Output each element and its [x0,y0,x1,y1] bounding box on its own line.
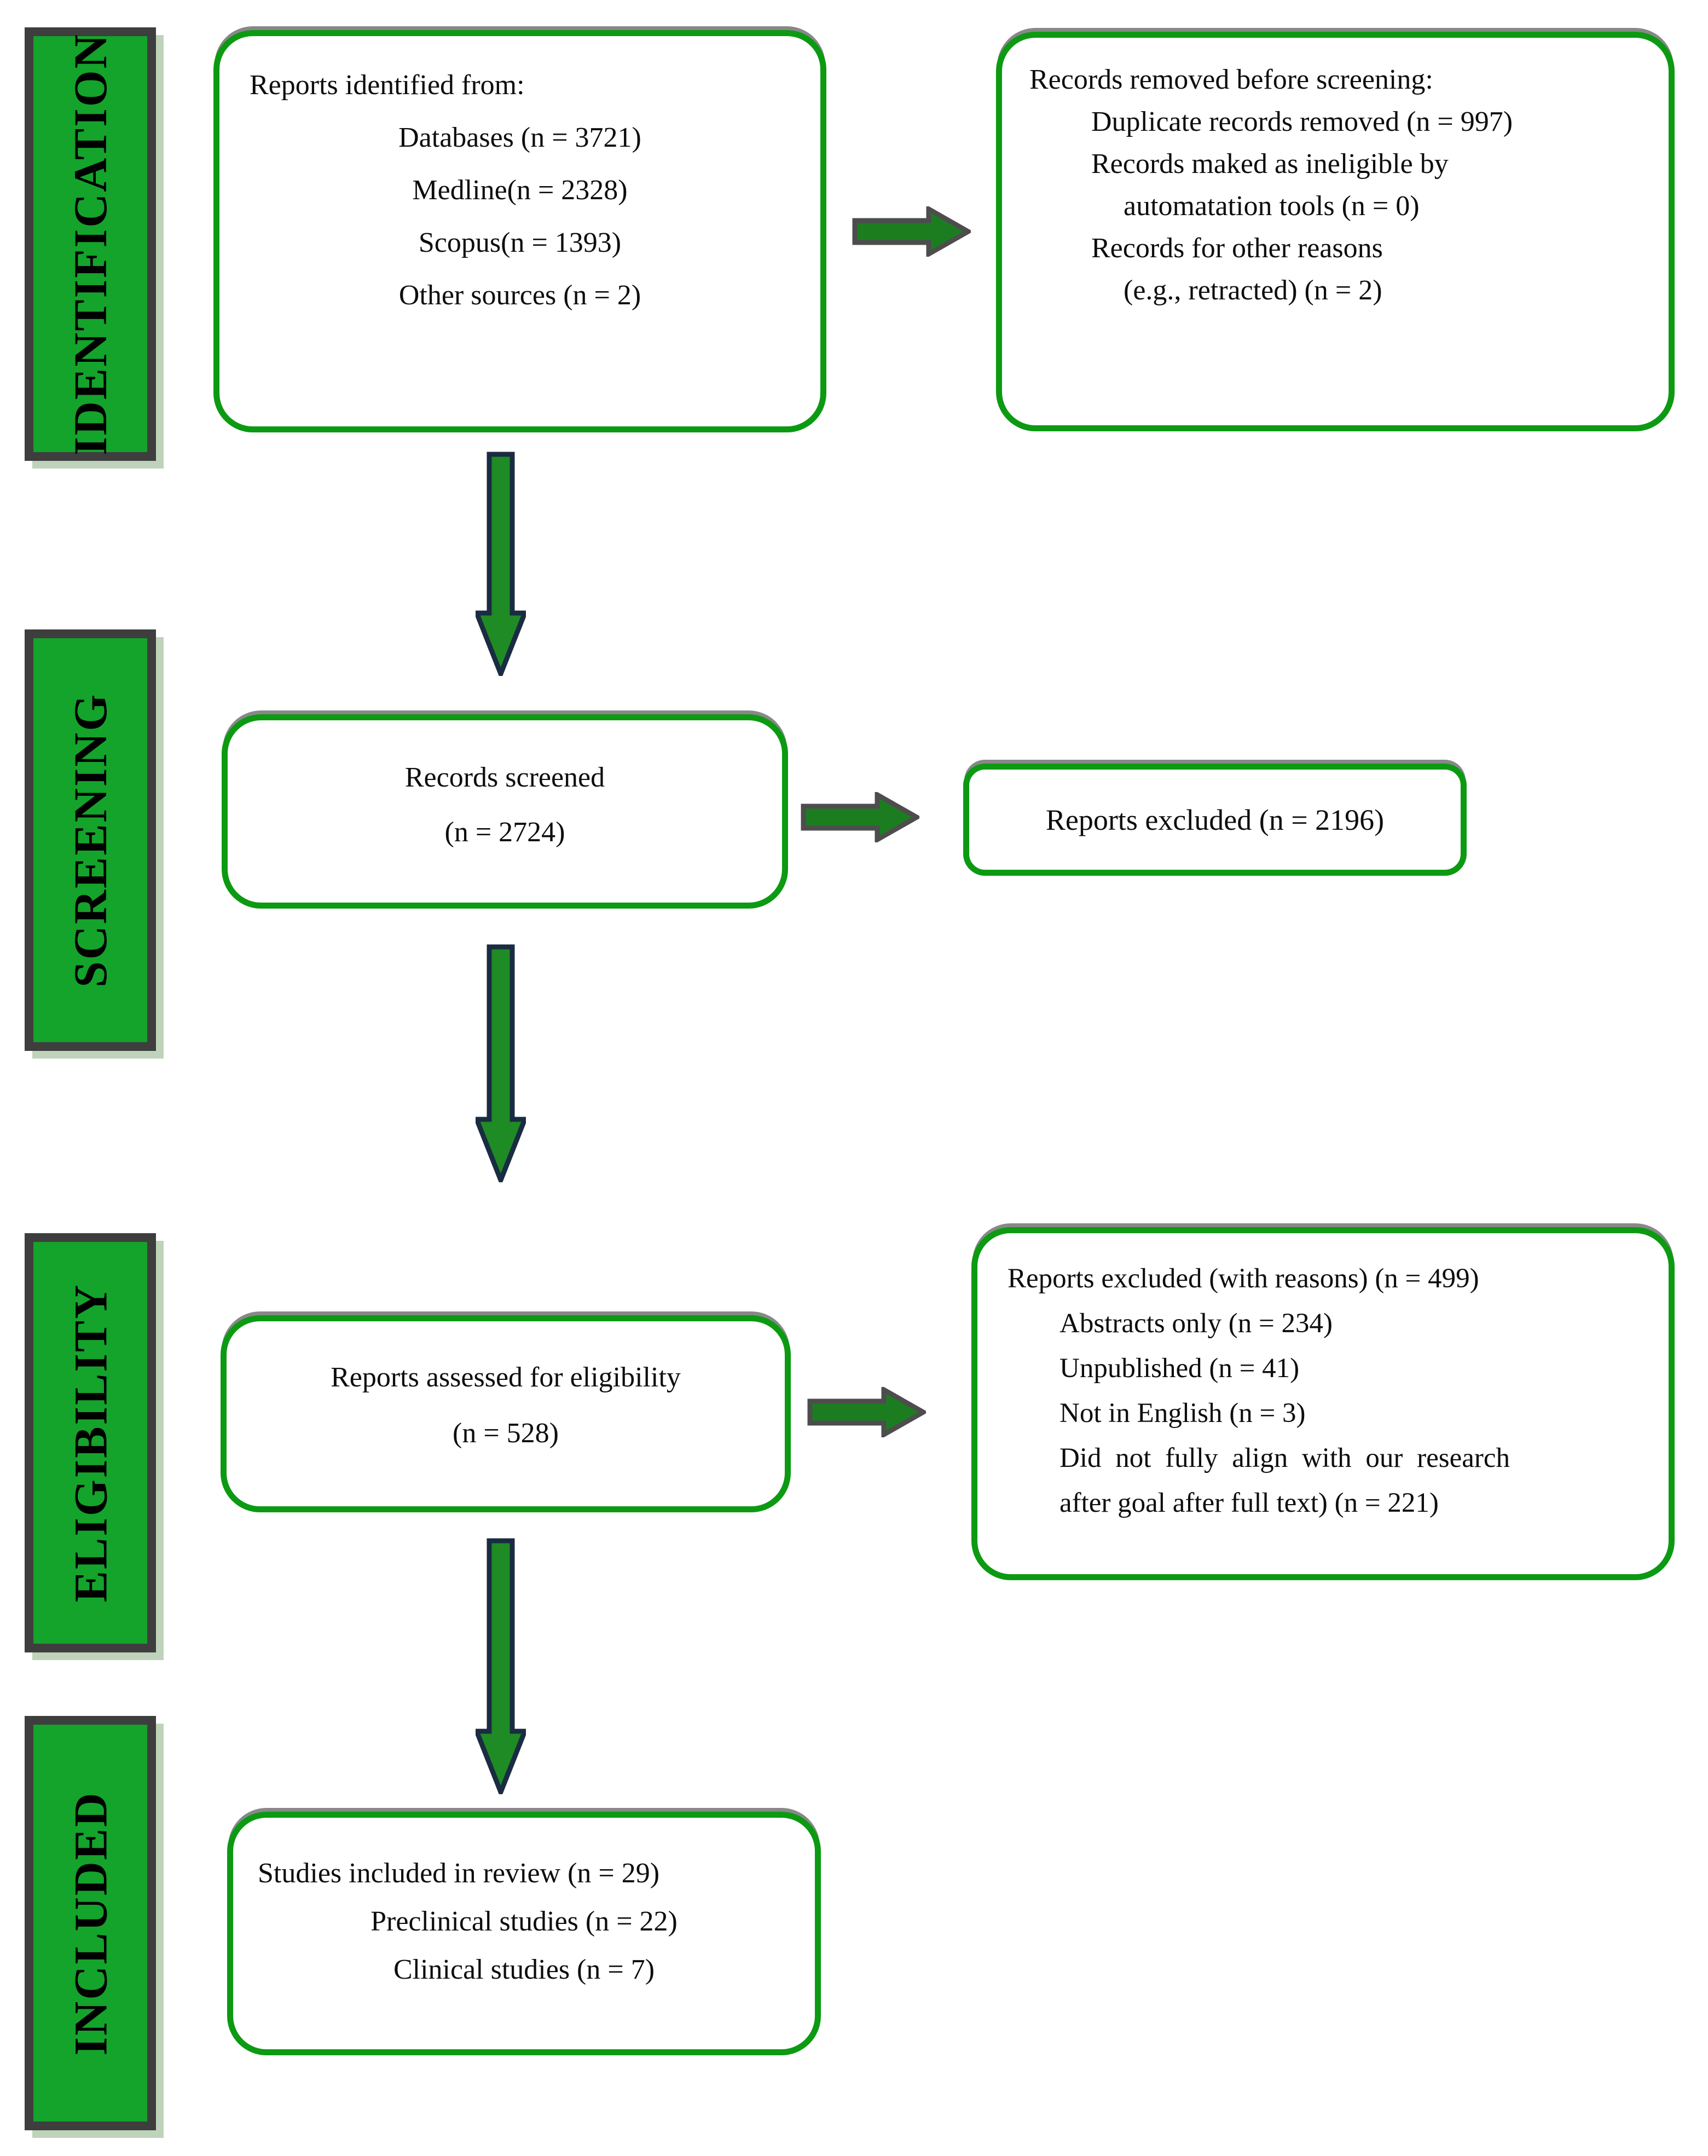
stage-band-identification: IDENTIFICATION [25,27,156,461]
stage-label-screening: SCREENING [64,692,117,988]
box-reports-excluded: Reports excluded (n = 2196) [963,764,1467,876]
box-line: Scopus(n = 1393) [418,227,622,258]
box-line: Records for other reasons [1091,233,1383,264]
box-line: (e.g., retracted) (n = 2) [1124,275,1382,306]
box-line: Unpublished (n = 41) [1059,1353,1300,1384]
box-title: Reports identified from: [250,70,525,101]
right-arrow-icon-screened-to-excluded [801,792,919,842]
box-reports-identified: Reports identified from: Databases (n = … [213,30,826,432]
box-records-removed: Records removed before screening: Duplic… [996,32,1675,431]
box-excluded-with-reasons: Reports excluded (with reasons) (n = 499… [971,1227,1675,1580]
box-line: Medline(n = 2328) [412,175,628,206]
box-reports-assessed: Reports assessed for eligibility (n = 52… [221,1315,791,1512]
box-line: Other sources (n = 2) [398,280,641,311]
box-records-screened: Records screened (n = 2724) [222,714,788,909]
stage-band-included: INCLUDED [25,1716,156,2130]
box-title: Studies included in review (n = 29) [258,1858,660,1889]
box-line: (n = 2724) [444,817,565,848]
box-line: Duplicate records removed (n = 997) [1091,106,1513,137]
box-line: (n = 528) [453,1418,559,1449]
box-title: Records removed before screening: [1029,64,1433,95]
stage-label-eligibility: ELIGIBILITY [64,1283,117,1603]
stage-band-screening: SCREENING [25,629,156,1051]
down-arrow-icon-identification-to-screening [476,452,526,676]
box-title: Reports excluded (with reasons) (n = 499… [1008,1263,1479,1294]
right-arrow-icon-assessed-to-reasons [807,1387,926,1437]
box-line: Reports excluded (n = 2196) [1045,803,1385,836]
box-line: Records maked as ineligible by [1091,148,1449,180]
box-line: automatation tools (n = 0) [1124,190,1420,222]
stage-band-eligibility: ELIGIBILITY [25,1233,156,1652]
box-line: Not in English (n = 3) [1059,1398,1306,1429]
box-line: Reports assessed for eligibility [331,1362,681,1393]
box-line: Clinical studies (n = 7) [393,1954,655,1985]
stage-label-included: INCLUDED [64,1791,117,2055]
box-line: after goal after full text) (n = 221) [1059,1488,1439,1518]
box-line: Abstracts only (n = 234) [1059,1308,1333,1339]
box-studies-included: Studies included in review (n = 29) Prec… [227,1812,821,2055]
right-arrow-icon-identified-to-removed [852,206,971,257]
down-arrow-icon-eligibility-to-included [476,1538,526,1794]
box-line: Databases (n = 3721) [398,122,641,153]
box-line: Records screened [404,762,605,793]
box-line: Did not fully align with our research [1059,1443,1510,1473]
stage-label-identification: IDENTIFICATION [64,33,117,455]
box-line: Preclinical studies (n = 22) [370,1906,678,1937]
down-arrow-icon-screening-to-eligibility [476,944,526,1182]
